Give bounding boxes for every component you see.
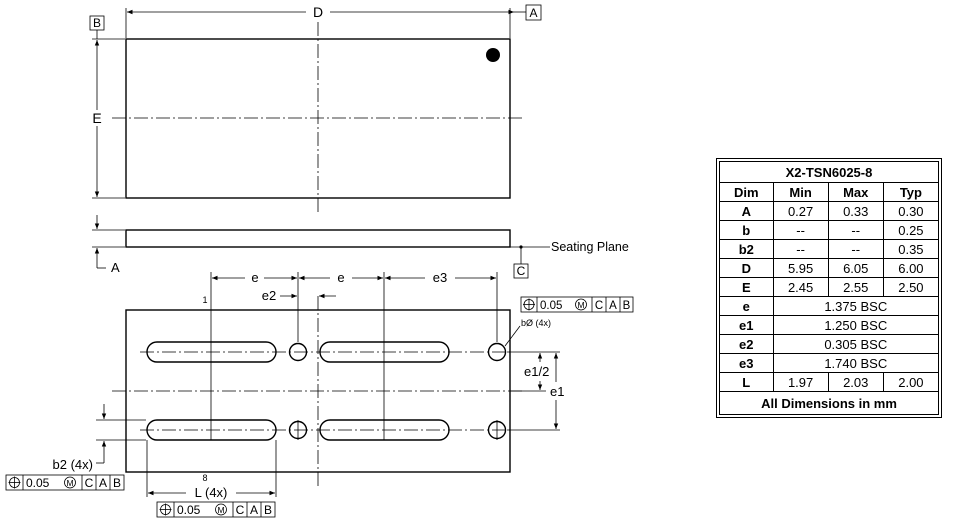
svg-text:C: C bbox=[595, 300, 603, 312]
fcf-bottom-center: 0.05 M C A B bbox=[156, 501, 276, 518]
svg-text:0.05: 0.05 bbox=[540, 300, 562, 312]
svg-text:B: B bbox=[113, 476, 121, 490]
svg-text:M: M bbox=[217, 505, 224, 515]
dim-d-label: D bbox=[313, 4, 323, 20]
dim-e3-label: e3 bbox=[433, 270, 447, 285]
datum-c-box bbox=[513, 263, 529, 279]
svg-text:0.05: 0.05 bbox=[26, 476, 50, 490]
fcf-top-right: 0.05 M C A B bbox=[520, 296, 634, 313]
mmc-icon bbox=[215, 503, 227, 516]
datum-c-label: C bbox=[517, 264, 526, 278]
svg-text:C: C bbox=[236, 503, 245, 517]
table-row: b -- -- 0.25 bbox=[719, 220, 940, 240]
b-diameter-label: bØ (4x) bbox=[521, 318, 551, 328]
pin-eight-label: 8 bbox=[202, 473, 207, 483]
svg-text:C: C bbox=[85, 476, 94, 490]
dim-e1-half-label: e1/2 bbox=[524, 364, 549, 379]
top-view: D A B E bbox=[89, 4, 542, 212]
table-row: e1 1.250 BSC bbox=[719, 315, 940, 335]
svg-text:B: B bbox=[623, 300, 631, 312]
header-dim: Dim bbox=[719, 182, 774, 202]
pin-one-label: 1 bbox=[202, 295, 207, 305]
bottom-view: e e e3 e2 1 8 e1/2 e1 bØ (4x) b2 (4x) bbox=[53, 270, 565, 500]
header-max: Max bbox=[827, 182, 884, 202]
datum-a-label: A bbox=[529, 6, 537, 20]
table-footer: All Dimensions in mm bbox=[719, 391, 939, 415]
fcf-bottom-left: 0.05 M C A B bbox=[5, 474, 125, 491]
table-row: A 0.27 0.33 0.30 bbox=[719, 201, 940, 221]
dim-e2-label: e2 bbox=[262, 288, 276, 303]
table-row: e2 0.305 BSC bbox=[719, 334, 940, 354]
pitch-e-label-2: e bbox=[337, 270, 344, 285]
table-header-row: Dim Min Max Typ bbox=[719, 182, 940, 202]
dim-a-label: A bbox=[111, 260, 120, 275]
datum-b-label: B bbox=[93, 16, 101, 30]
header-typ: Typ bbox=[882, 182, 940, 202]
svg-text:A: A bbox=[250, 503, 258, 517]
l-label: L (4x) bbox=[195, 485, 228, 500]
dim-e-label: E bbox=[92, 110, 101, 126]
svg-text:0.05: 0.05 bbox=[177, 503, 201, 517]
dimension-table: X2-TSN6025-8 Dim Min Max Typ A 0.27 0.33… bbox=[716, 158, 942, 418]
svg-text:B: B bbox=[264, 503, 272, 517]
table-row: L 1.97 2.03 2.00 bbox=[719, 372, 940, 392]
b2-label: b2 (4x) bbox=[53, 457, 93, 472]
table-row: e 1.375 BSC bbox=[719, 296, 940, 316]
svg-text:A: A bbox=[99, 476, 107, 490]
table-row: e3 1.740 BSC bbox=[719, 353, 940, 373]
package-body-side bbox=[125, 229, 511, 248]
table-title: X2-TSN6025-8 bbox=[719, 161, 939, 183]
pin-one-marker bbox=[486, 48, 500, 62]
table-row: E 2.45 2.55 2.50 bbox=[719, 277, 940, 297]
header-min: Min bbox=[772, 182, 829, 202]
seating-plane-label: Seating Plane bbox=[551, 240, 629, 254]
mmc-icon bbox=[575, 298, 587, 311]
table-row: D 5.95 6.05 6.00 bbox=[719, 258, 940, 278]
svg-text:A: A bbox=[609, 300, 617, 312]
table-row: b2 -- -- 0.35 bbox=[719, 239, 940, 259]
side-view: A Seating Plane C bbox=[92, 215, 629, 279]
pitch-e-label-1: e bbox=[251, 270, 258, 285]
mmc-icon bbox=[64, 476, 76, 489]
dim-e1-label: e1 bbox=[550, 384, 564, 399]
svg-text:M: M bbox=[66, 478, 73, 488]
svg-text:M: M bbox=[577, 300, 584, 310]
datum-a-box bbox=[525, 4, 542, 21]
